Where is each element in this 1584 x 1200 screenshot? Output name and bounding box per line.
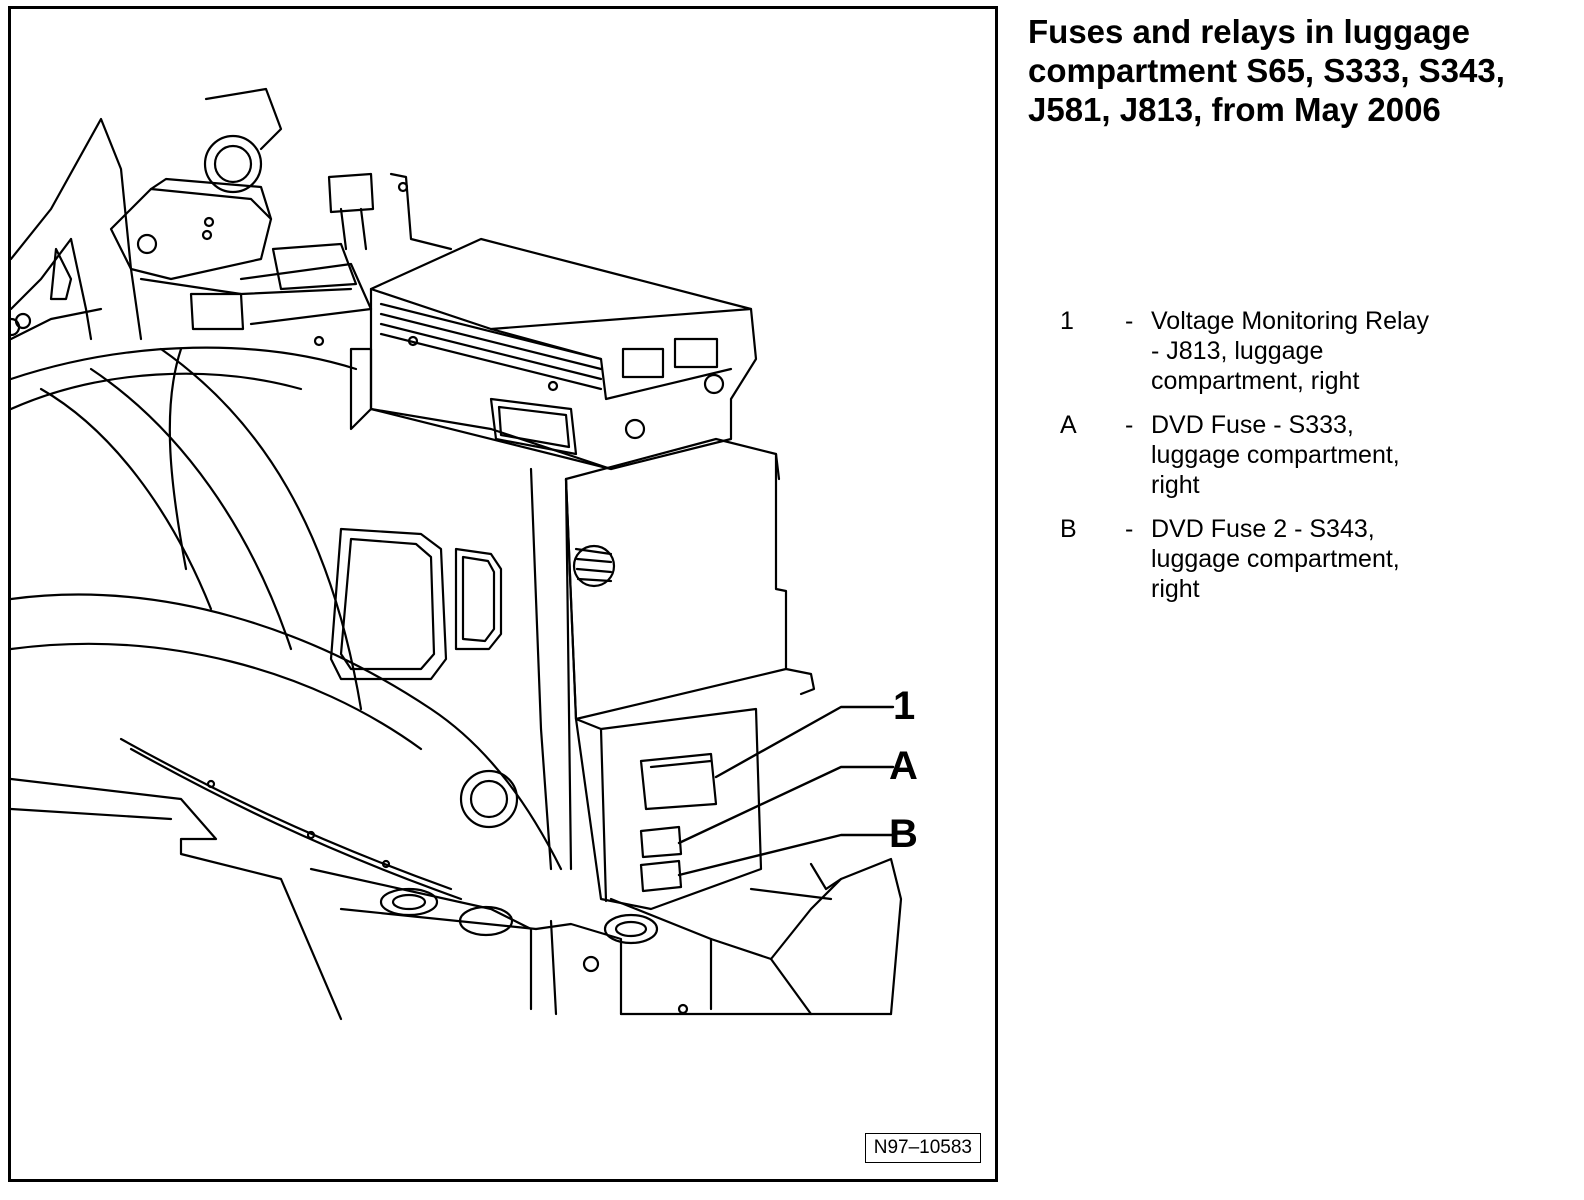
legend-dash: -	[1125, 307, 1134, 335]
callout-b: B	[889, 812, 918, 856]
figure-id: N97–10583	[864, 1133, 981, 1163]
callout-1: 1	[893, 684, 915, 728]
legend-key: B	[1060, 515, 1077, 543]
legend-item-a: A - DVD Fuse - S333, luggage compartment…	[1060, 410, 1540, 500]
legend-item-1: 1 - Voltage Monitoring Relay - J813, lug…	[1060, 306, 1540, 396]
legend-key: 1	[1060, 307, 1074, 335]
figure-frame: 1 A B N97–10583	[8, 6, 998, 1182]
dvd-unit	[349, 237, 758, 471]
legend-item-b: B - DVD Fuse 2 - S343, luggage compartme…	[1060, 514, 1540, 604]
legend-text: DVD Fuse 2 - S343, luggage compartment, …	[1151, 515, 1400, 603]
bracket-cover	[564, 437, 816, 721]
fuse-relay-box	[574, 707, 763, 911]
legend: 1 - Voltage Monitoring Relay - J813, lug…	[1060, 306, 1540, 618]
legend-text: DVD Fuse - S333, luggage compartment, ri…	[1151, 411, 1400, 499]
legend-dash: -	[1125, 515, 1134, 543]
legend-dash: -	[1125, 411, 1134, 439]
callout-leaders	[677, 705, 895, 877]
wheel-arch-panel	[11, 346, 573, 871]
floor-and-cables	[11, 737, 903, 1021]
luggage-compartment-drawing: 1 A B	[11, 87, 918, 1021]
legend-key: A	[1060, 411, 1077, 439]
callout-a: A	[889, 744, 918, 788]
upper-harness-area	[109, 87, 453, 347]
legend-text: Voltage Monitoring Relay - J813, luggage…	[1151, 307, 1429, 395]
page-title: Fuses and relays in luggage compartment …	[1028, 13, 1505, 128]
body-panel-left	[11, 117, 143, 341]
